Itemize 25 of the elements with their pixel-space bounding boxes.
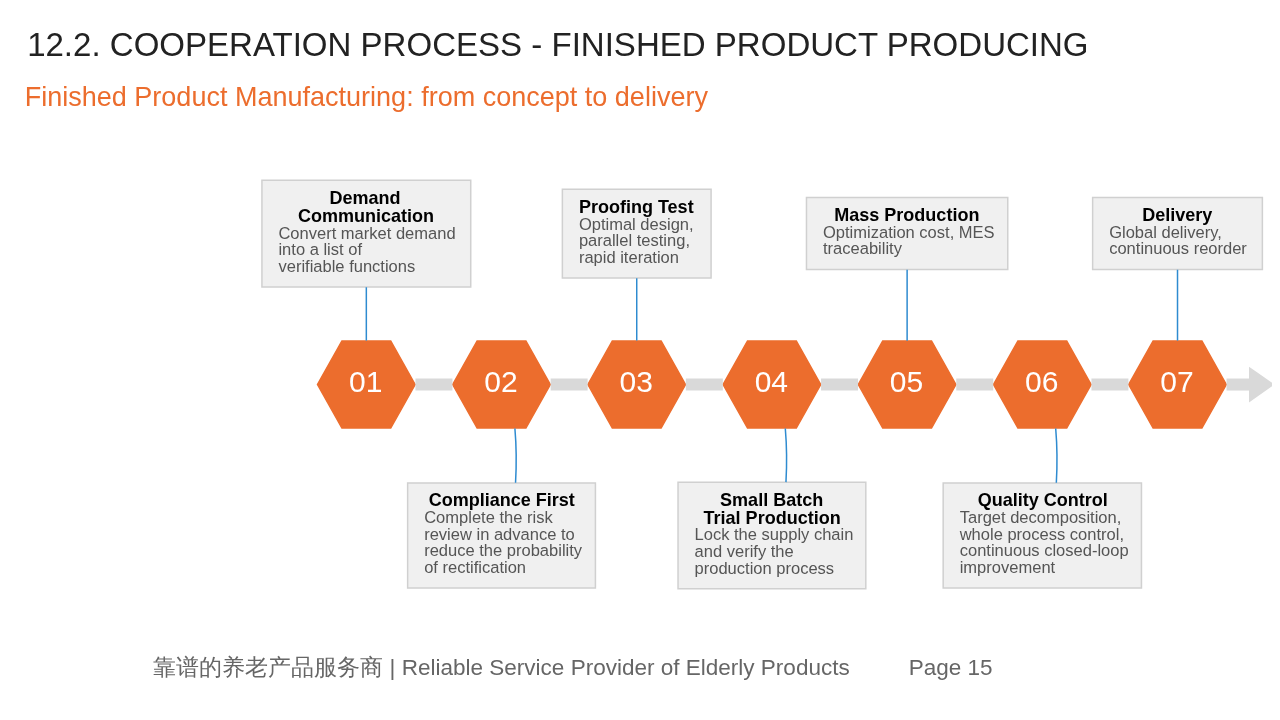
node-box: Demand Communication Convert market demand into a list of verifiable functions bbox=[261, 179, 472, 288]
node-box: Small Batch Trial Production Lock the supply chain and verify the production process bbox=[677, 480, 867, 590]
label: Finished Product Manufacturing: from concept to delivery bbox=[24, 81, 708, 112]
connector bbox=[784, 427, 788, 483]
connector bbox=[685, 378, 723, 391]
connector bbox=[1091, 378, 1129, 391]
node-box: Quality Control Target decomposition, whole process control, continuous closed-loop improvement bbox=[942, 481, 1143, 589]
connector bbox=[550, 378, 588, 391]
label: 靠谱的养老产品服务商 | Reliable Service Provider of Elderly Products bbox=[153, 654, 850, 680]
connector bbox=[1054, 427, 1058, 483]
connector bbox=[514, 427, 517, 483]
connector bbox=[1176, 268, 1179, 341]
node-box: Delivery Global delivery, continuous reorder bbox=[1091, 196, 1264, 270]
connector bbox=[365, 286, 368, 341]
connector bbox=[956, 378, 994, 391]
diagram-title: 12.2. COOPERATION PROCESS - FINISHED PRODUCT PRODUCING bbox=[27, 25, 1089, 63]
node-box: Compliance First Complete the risk review in advance to reduce the probability of rectification bbox=[406, 481, 597, 589]
node-box: Proofing Test Optimal design, parallel testing, rapid iteration bbox=[561, 188, 712, 279]
connector bbox=[906, 268, 908, 341]
connector bbox=[636, 277, 638, 341]
arrow bbox=[1226, 366, 1272, 402]
node-box: Mass Production Optimization cost, MES traceability bbox=[805, 196, 1009, 270]
label: Page 15 bbox=[908, 654, 993, 680]
connector bbox=[415, 378, 453, 391]
connector bbox=[821, 378, 859, 391]
